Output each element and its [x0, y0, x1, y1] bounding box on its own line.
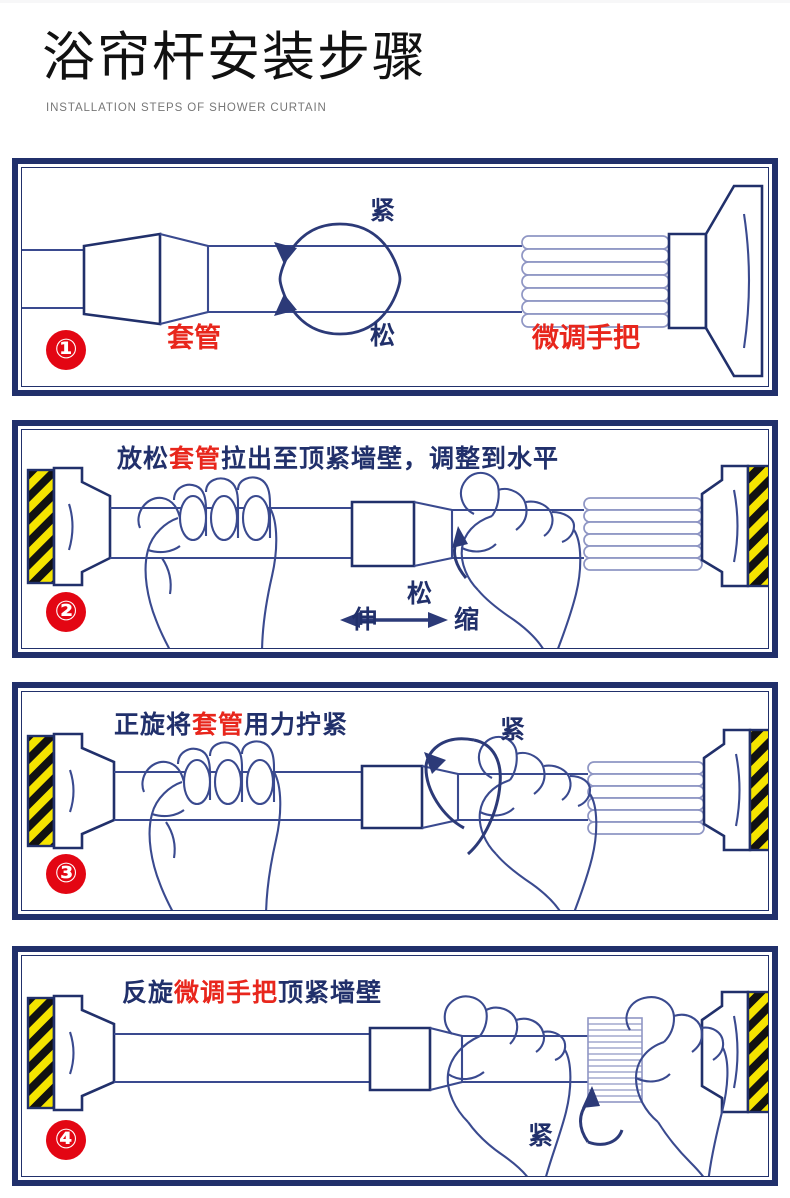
- hand-right-2: [459, 471, 582, 648]
- step-badge-4: ④: [46, 1120, 86, 1160]
- step-panel-1-inner: 套管 紧 松 微调手把 ①: [21, 167, 769, 387]
- hand-left-2: [137, 476, 278, 648]
- label-loose-1: 松: [370, 321, 396, 350]
- step-panel-4: 反旋微调手把顶紧墙壁 紧 ④: [12, 946, 778, 1186]
- caption-4-highlight: 微调手把: [174, 978, 279, 1007]
- diagram-step-4: [26, 990, 768, 1176]
- diagram-step-2: [26, 464, 768, 648]
- hazard-stripes-left-3: [26, 734, 56, 848]
- hazard-stripes-right-3: [748, 728, 768, 852]
- label-handle-1: 微调手把: [532, 323, 640, 354]
- label-tight-1: 紧: [370, 196, 396, 225]
- step-panel-3-inner: 正旋将套管用力拧紧 紧 ③: [21, 691, 769, 911]
- caption-2-pre: 放松: [117, 444, 170, 473]
- page-header: 浴帘杆安装步骤 INSTALLATION STEPS OF SHOWER CUR…: [0, 6, 790, 136]
- label-extend-2: 伸: [352, 605, 378, 634]
- label-sleeve-1: 套管: [167, 323, 221, 354]
- label-tight-3: 紧: [500, 715, 526, 744]
- step-panel-3: 正旋将套管用力拧紧 紧 ③: [12, 682, 778, 920]
- step-badge-2: ②: [46, 592, 86, 632]
- hand-right-3: [477, 735, 598, 910]
- caption-4-post: 顶紧墙壁: [278, 978, 383, 1007]
- step-caption-2: 放松套管拉出至顶紧墙壁，调整到水平: [117, 444, 559, 474]
- caption-2-highlight: 套管: [169, 444, 222, 473]
- hazard-stripes-left: [26, 468, 56, 585]
- step-badge-3: ③: [46, 854, 86, 894]
- step-panel-4-inner: 反旋微调手把顶紧墙壁 紧 ④: [21, 955, 769, 1177]
- page-title: 浴帘杆安装步骤: [42, 27, 427, 88]
- hazard-stripes-right-4: [746, 990, 768, 1114]
- caption-2-post: 拉出至顶紧墙壁，调整到水平: [221, 444, 560, 473]
- label-retract-2: 缩: [454, 605, 480, 634]
- step-badge-1: ①: [46, 330, 86, 370]
- label-loose-2: 松: [407, 579, 433, 608]
- hazard-stripes-right: [746, 464, 768, 588]
- step-panel-2-inner: 放松套管拉出至顶紧墙壁，调整到水平 松 伸 缩 ②: [21, 429, 769, 649]
- caption-3-highlight: 套管: [192, 710, 245, 739]
- diagram-step-1: [22, 184, 764, 378]
- caption-4-pre: 反旋: [122, 978, 175, 1007]
- hand-left-3: [141, 740, 282, 910]
- page-subtitle: INSTALLATION STEPS OF SHOWER CURTAIN: [46, 102, 327, 114]
- caption-3-post: 用力拧紧: [244, 710, 349, 739]
- step-caption-4: 反旋微调手把顶紧墙壁: [122, 978, 382, 1008]
- caption-3-pre: 正旋将: [114, 710, 193, 739]
- step-panel-1: 套管 紧 松 微调手把 ①: [12, 158, 778, 396]
- step-panel-2: 放松套管拉出至顶紧墙壁，调整到水平 松 伸 缩 ②: [12, 420, 778, 658]
- knurled-handle-4: [587, 1017, 643, 1103]
- hand-right-4: [625, 996, 729, 1176]
- hand-left-4: [443, 995, 572, 1176]
- hazard-stripes-left-4: [26, 996, 56, 1110]
- label-tight-4: 紧: [528, 1121, 554, 1150]
- step-caption-3: 正旋将套管用力拧紧: [114, 710, 348, 740]
- top-hairline: [0, 0, 790, 3]
- diagram-step-3: [26, 728, 768, 910]
